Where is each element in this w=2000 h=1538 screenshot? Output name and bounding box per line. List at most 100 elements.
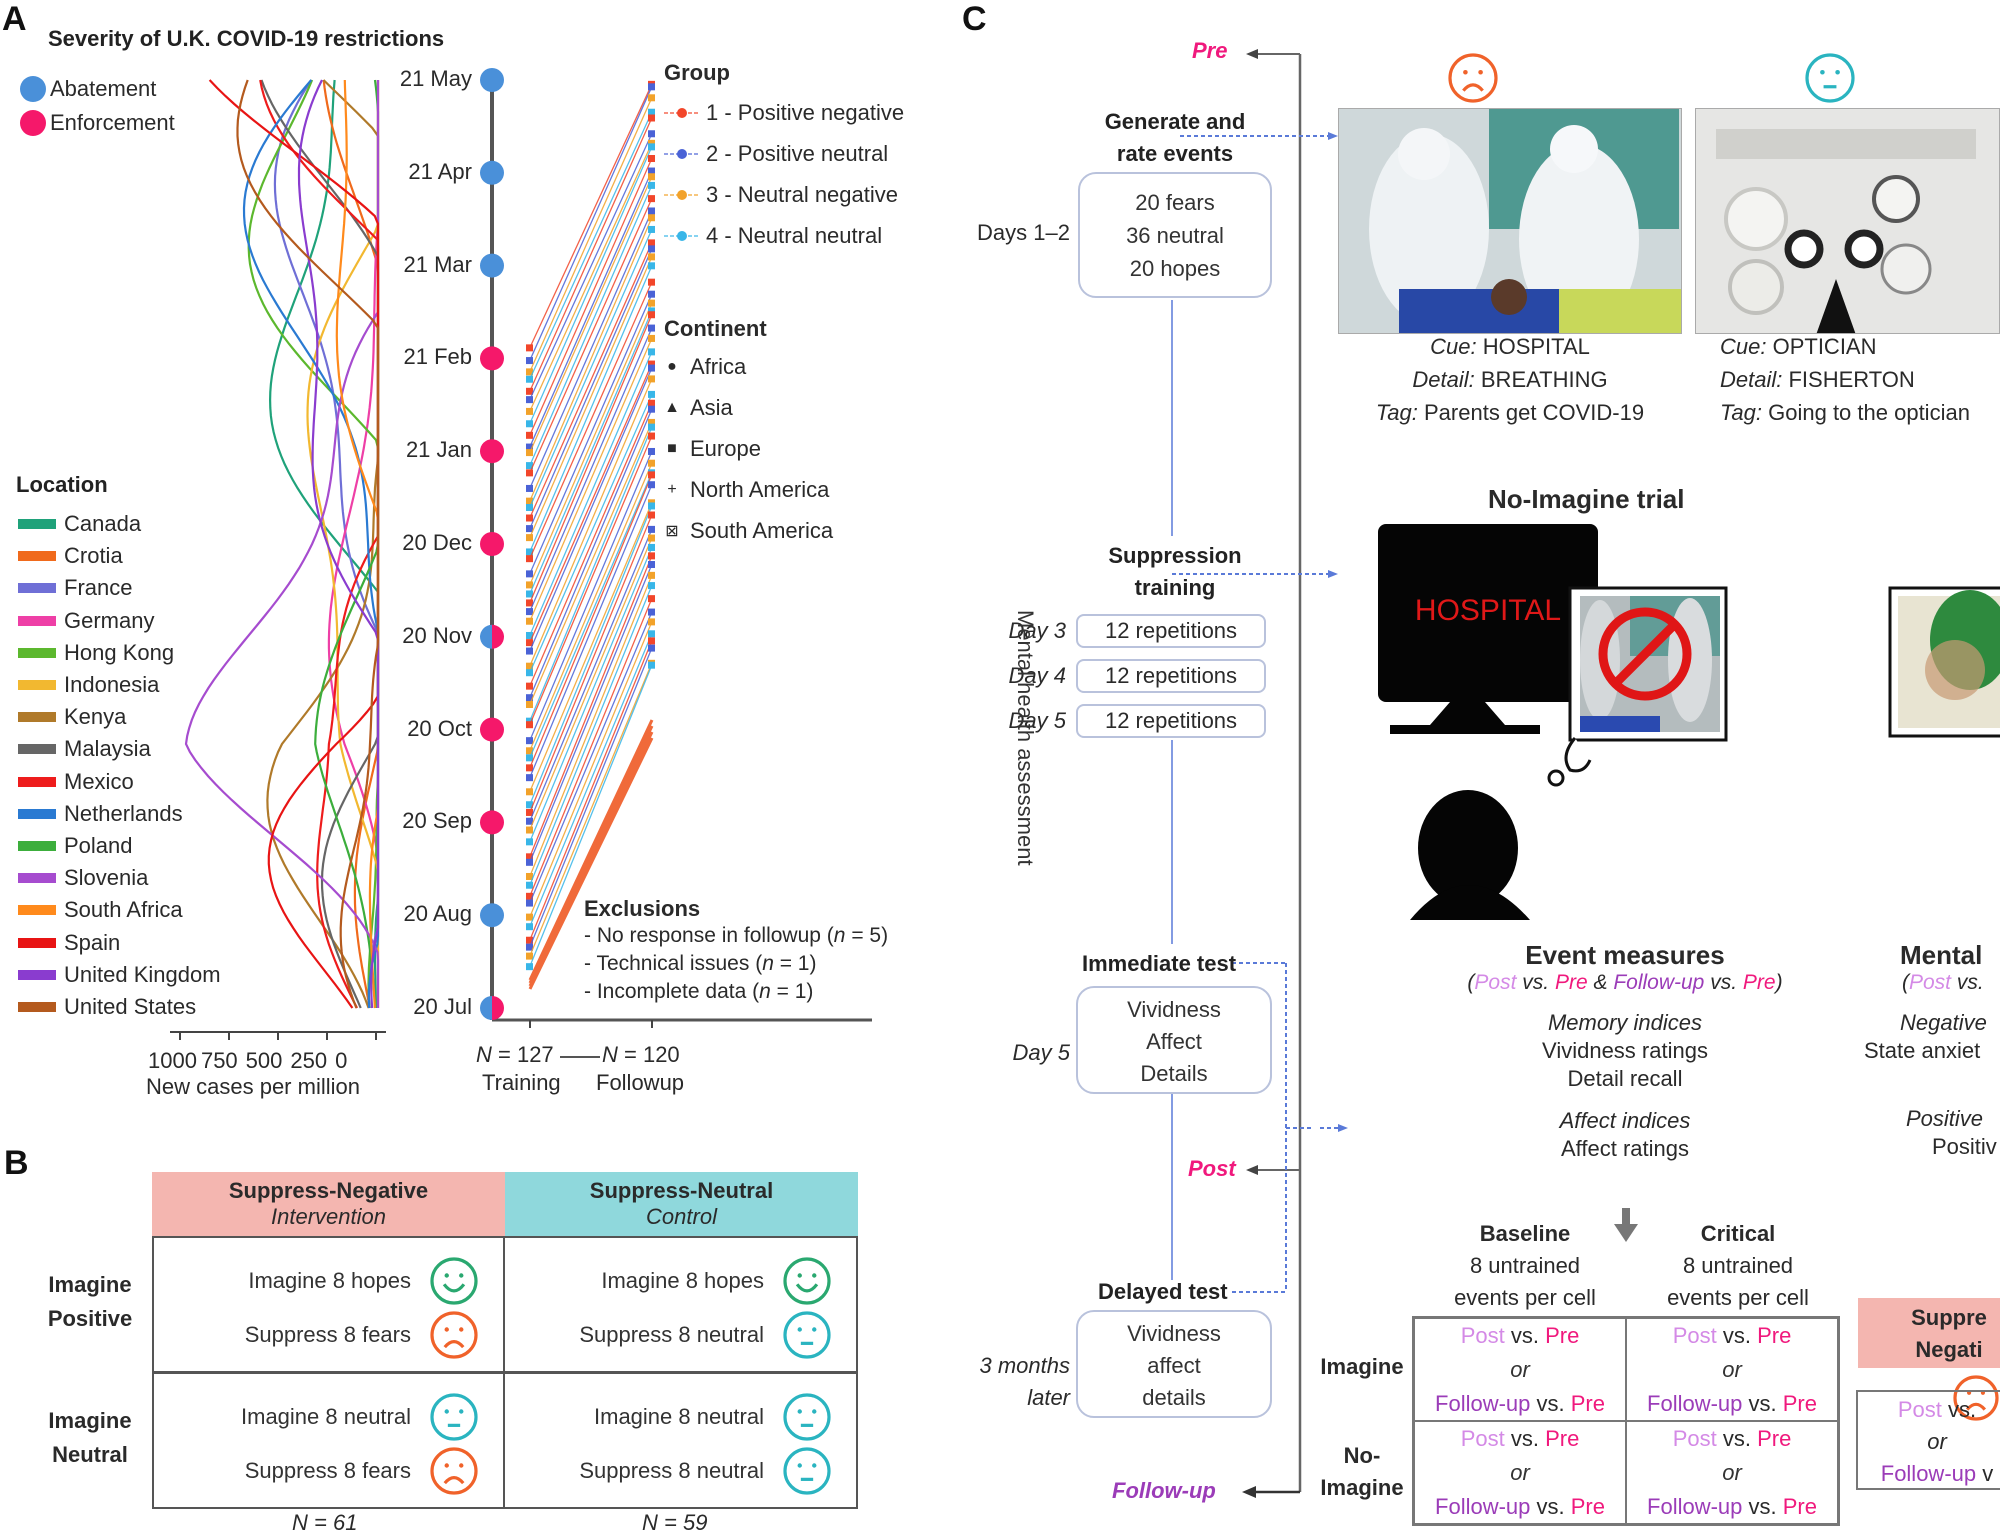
sad-face-icon — [430, 1447, 478, 1495]
timeline-dot-enforcement — [492, 996, 504, 1020]
caption-cue: Cue: HOSPITAL — [1430, 334, 1590, 359]
design-cell-line: Imagine 8 hopes — [154, 1254, 503, 1308]
neutral-face-icon — [1695, 52, 1965, 108]
group-label: 2 - Positive neutral — [706, 140, 889, 166]
participant-marker-training — [526, 590, 533, 598]
panel-a-letter: A — [2, 0, 27, 38]
restriction-legend: Abatement Enforcement — [20, 76, 175, 136]
participant-marker-followup — [648, 290, 655, 298]
legend-abatement: Abatement — [20, 76, 175, 102]
participant-marker-training — [526, 344, 533, 352]
trial-title: No-Imagine trial — [1488, 484, 1685, 514]
participant-marker-followup — [648, 114, 655, 122]
participant-line — [528, 725, 654, 984]
location-swatch-icon — [18, 873, 56, 884]
participant-marker-followup — [648, 571, 655, 579]
participant-marker-training — [526, 420, 533, 428]
group-legend-item: 2 - Positive neutral — [664, 133, 904, 174]
participant-marker-training — [526, 462, 533, 470]
participant-line — [529, 132, 653, 400]
location-swatch-icon — [18, 840, 56, 851]
participant-line — [529, 611, 653, 903]
timepoint-pre: Pre — [1192, 38, 1228, 63]
timeline-date: 20 Aug — [403, 901, 472, 927]
followup-label: Followup — [596, 1070, 685, 1095]
exclusions-title: Exclusions — [584, 896, 701, 921]
neutral-face-icon — [783, 1447, 831, 1495]
timeline-dot-abatement — [480, 624, 492, 649]
location-legend-item: Malaysia — [18, 733, 221, 765]
participant-marker-training — [526, 387, 533, 395]
location-swatch-icon — [18, 808, 56, 819]
participant-marker-followup — [648, 167, 655, 175]
timeline-date: 21 May — [399, 66, 472, 91]
location-swatch-icon — [18, 712, 56, 723]
immediate-test-title: Immediate test — [1082, 951, 1237, 976]
participant-marker-followup — [648, 399, 655, 407]
participant-marker-followup — [648, 307, 655, 315]
participant-marker-followup — [648, 207, 655, 215]
group-marker-icon — [664, 141, 700, 167]
neutral-face-icon — [430, 1393, 478, 1441]
legend-enforcement: Enforcement — [20, 110, 175, 136]
example-event-neutral — [1695, 52, 2000, 334]
participant-line — [529, 502, 653, 792]
x-tick-label: 1000 — [148, 1048, 197, 1073]
participant-marker-followup — [648, 83, 655, 91]
timepoint-post: Post — [1188, 1156, 1236, 1181]
participant-marker-training — [526, 747, 533, 755]
participant-line — [529, 563, 653, 863]
participant-marker-followup — [648, 348, 655, 356]
participant-line — [529, 426, 653, 721]
location-name: France — [64, 575, 133, 601]
participant-marker-followup — [648, 543, 655, 551]
participant-marker-training — [526, 817, 533, 825]
participant-marker-training — [526, 682, 533, 690]
side-table-cell: Post vs. or Follow-up v — [1856, 1390, 2000, 1490]
participant-line — [529, 402, 653, 686]
exclusion-item: - Technical issues (n = 1) — [584, 952, 817, 975]
continent-label: South America — [690, 517, 834, 543]
exclusion-item: - Incomplete data (n = 1) — [584, 980, 814, 1003]
participant-marker-training — [526, 701, 533, 709]
continent-symbol-icon: ■ — [667, 439, 677, 457]
participant-line — [529, 83, 653, 348]
continent-legend-item: ●Africa — [664, 346, 833, 387]
location-name: United States — [64, 993, 197, 1019]
participant-marker-followup — [648, 459, 655, 467]
exclusions: Exclusions - No response in followup (n … — [584, 896, 888, 1006]
timeline-dot-enforcement — [480, 346, 504, 371]
location-name: Mexico — [64, 768, 134, 794]
memory-indices: Memory indices Vividness ratings Detail … — [1542, 1010, 1708, 1091]
caption-detail: Detail: FISHERTON — [1720, 367, 1915, 392]
participant-line — [529, 421, 653, 705]
participant-marker-training — [526, 608, 533, 616]
design-condition: Imagine 8 neutral — [594, 1404, 764, 1429]
participant-marker-training — [526, 581, 533, 589]
participant-marker-followup — [648, 94, 655, 102]
location-name: Slovenia — [64, 865, 149, 891]
case-line — [259, 79, 380, 1009]
participant-marker-training — [526, 570, 533, 578]
participant-marker-followup — [648, 552, 655, 560]
participant-line — [529, 662, 653, 956]
participant-marker-training — [526, 838, 533, 846]
generate-title: Generate and rate events — [1104, 109, 1246, 166]
participant-line — [529, 146, 653, 424]
participant-marker-training — [526, 694, 533, 702]
timeline-dot-enforcement — [480, 717, 504, 742]
continent-label: Africa — [690, 353, 747, 379]
group-legend-item: 1 - Positive negative — [664, 92, 904, 133]
location-name: Crotia — [64, 543, 123, 569]
participant-line — [529, 537, 653, 830]
happy-face-icon — [430, 1257, 478, 1305]
location-legend-item: Canada — [18, 508, 221, 540]
